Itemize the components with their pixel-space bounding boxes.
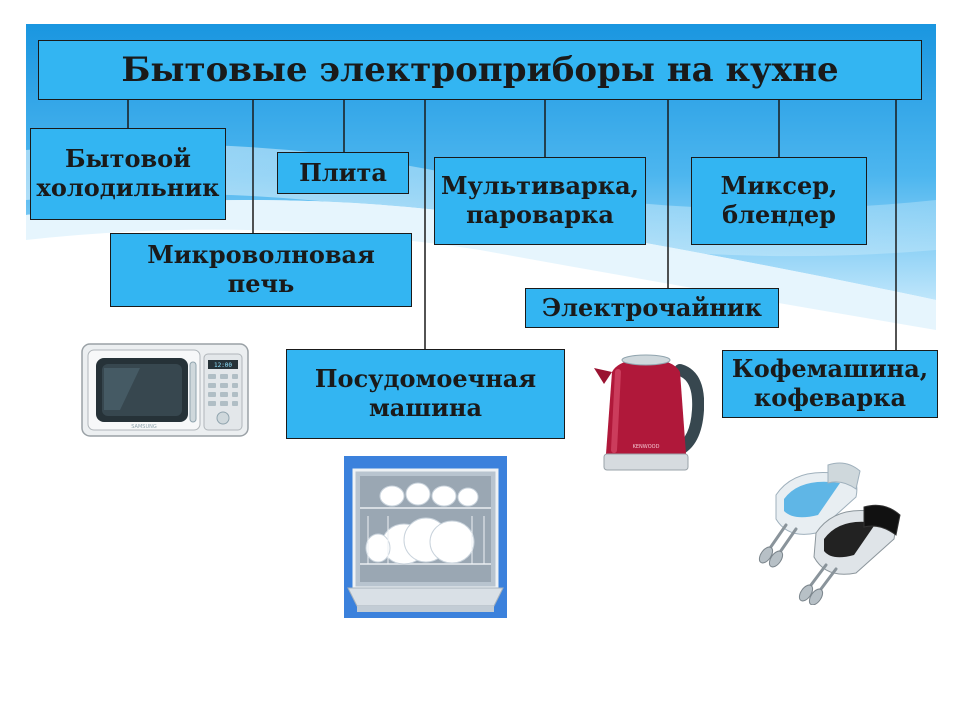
node-kettle: Электрочайник	[525, 288, 779, 328]
node-stove: Плита	[277, 152, 409, 194]
node-mixer-line-2: блендер	[722, 200, 836, 229]
diagram-title: Бытовые электроприборы на кухне	[38, 40, 922, 100]
node-microwave-line-2: печь	[227, 269, 295, 298]
kettle-brand: KENWOOD	[633, 444, 660, 450]
kettle-image: KENWOOD	[588, 350, 704, 476]
node-multicooker-line-2: пароварка	[466, 200, 614, 229]
node-coffee-line-1: Кофемашина,	[731, 354, 929, 384]
node-dishwasher-line-1: Посудомоечная	[314, 364, 537, 394]
node-coffee-line-2: кофеварка	[753, 383, 907, 412]
hand-mixer-image	[758, 462, 901, 605]
node-multicooker-line-1: Мультиварка,	[440, 171, 640, 201]
node-fridge-line-1: Бытовой	[65, 144, 191, 174]
node-microwave-line-1: Микроволновая	[147, 240, 375, 270]
node-kettle-line-1: Электрочайник	[542, 292, 762, 322]
node-coffee: Кофемашина,кофеварка	[722, 350, 938, 418]
svg-text:12:00: 12:00	[214, 362, 232, 369]
microwave-brand: SAMSUNG	[131, 424, 157, 430]
node-multicooker: Мультиварка,пароварка	[434, 157, 646, 245]
node-dishwasher-line-2: машина	[368, 393, 483, 422]
node-fridge-line-2: холодильник	[36, 173, 220, 202]
title-text: Бытовые электроприборы на кухне	[121, 49, 839, 90]
node-mixer-line-1: Миксер,	[720, 171, 838, 201]
node-stove-line-1: Плита	[299, 157, 387, 187]
dishwasher-image	[344, 456, 507, 618]
microwave-image: 12:00 SAMSUNG	[81, 343, 249, 437]
node-mixer: Миксер,блендер	[691, 157, 867, 245]
